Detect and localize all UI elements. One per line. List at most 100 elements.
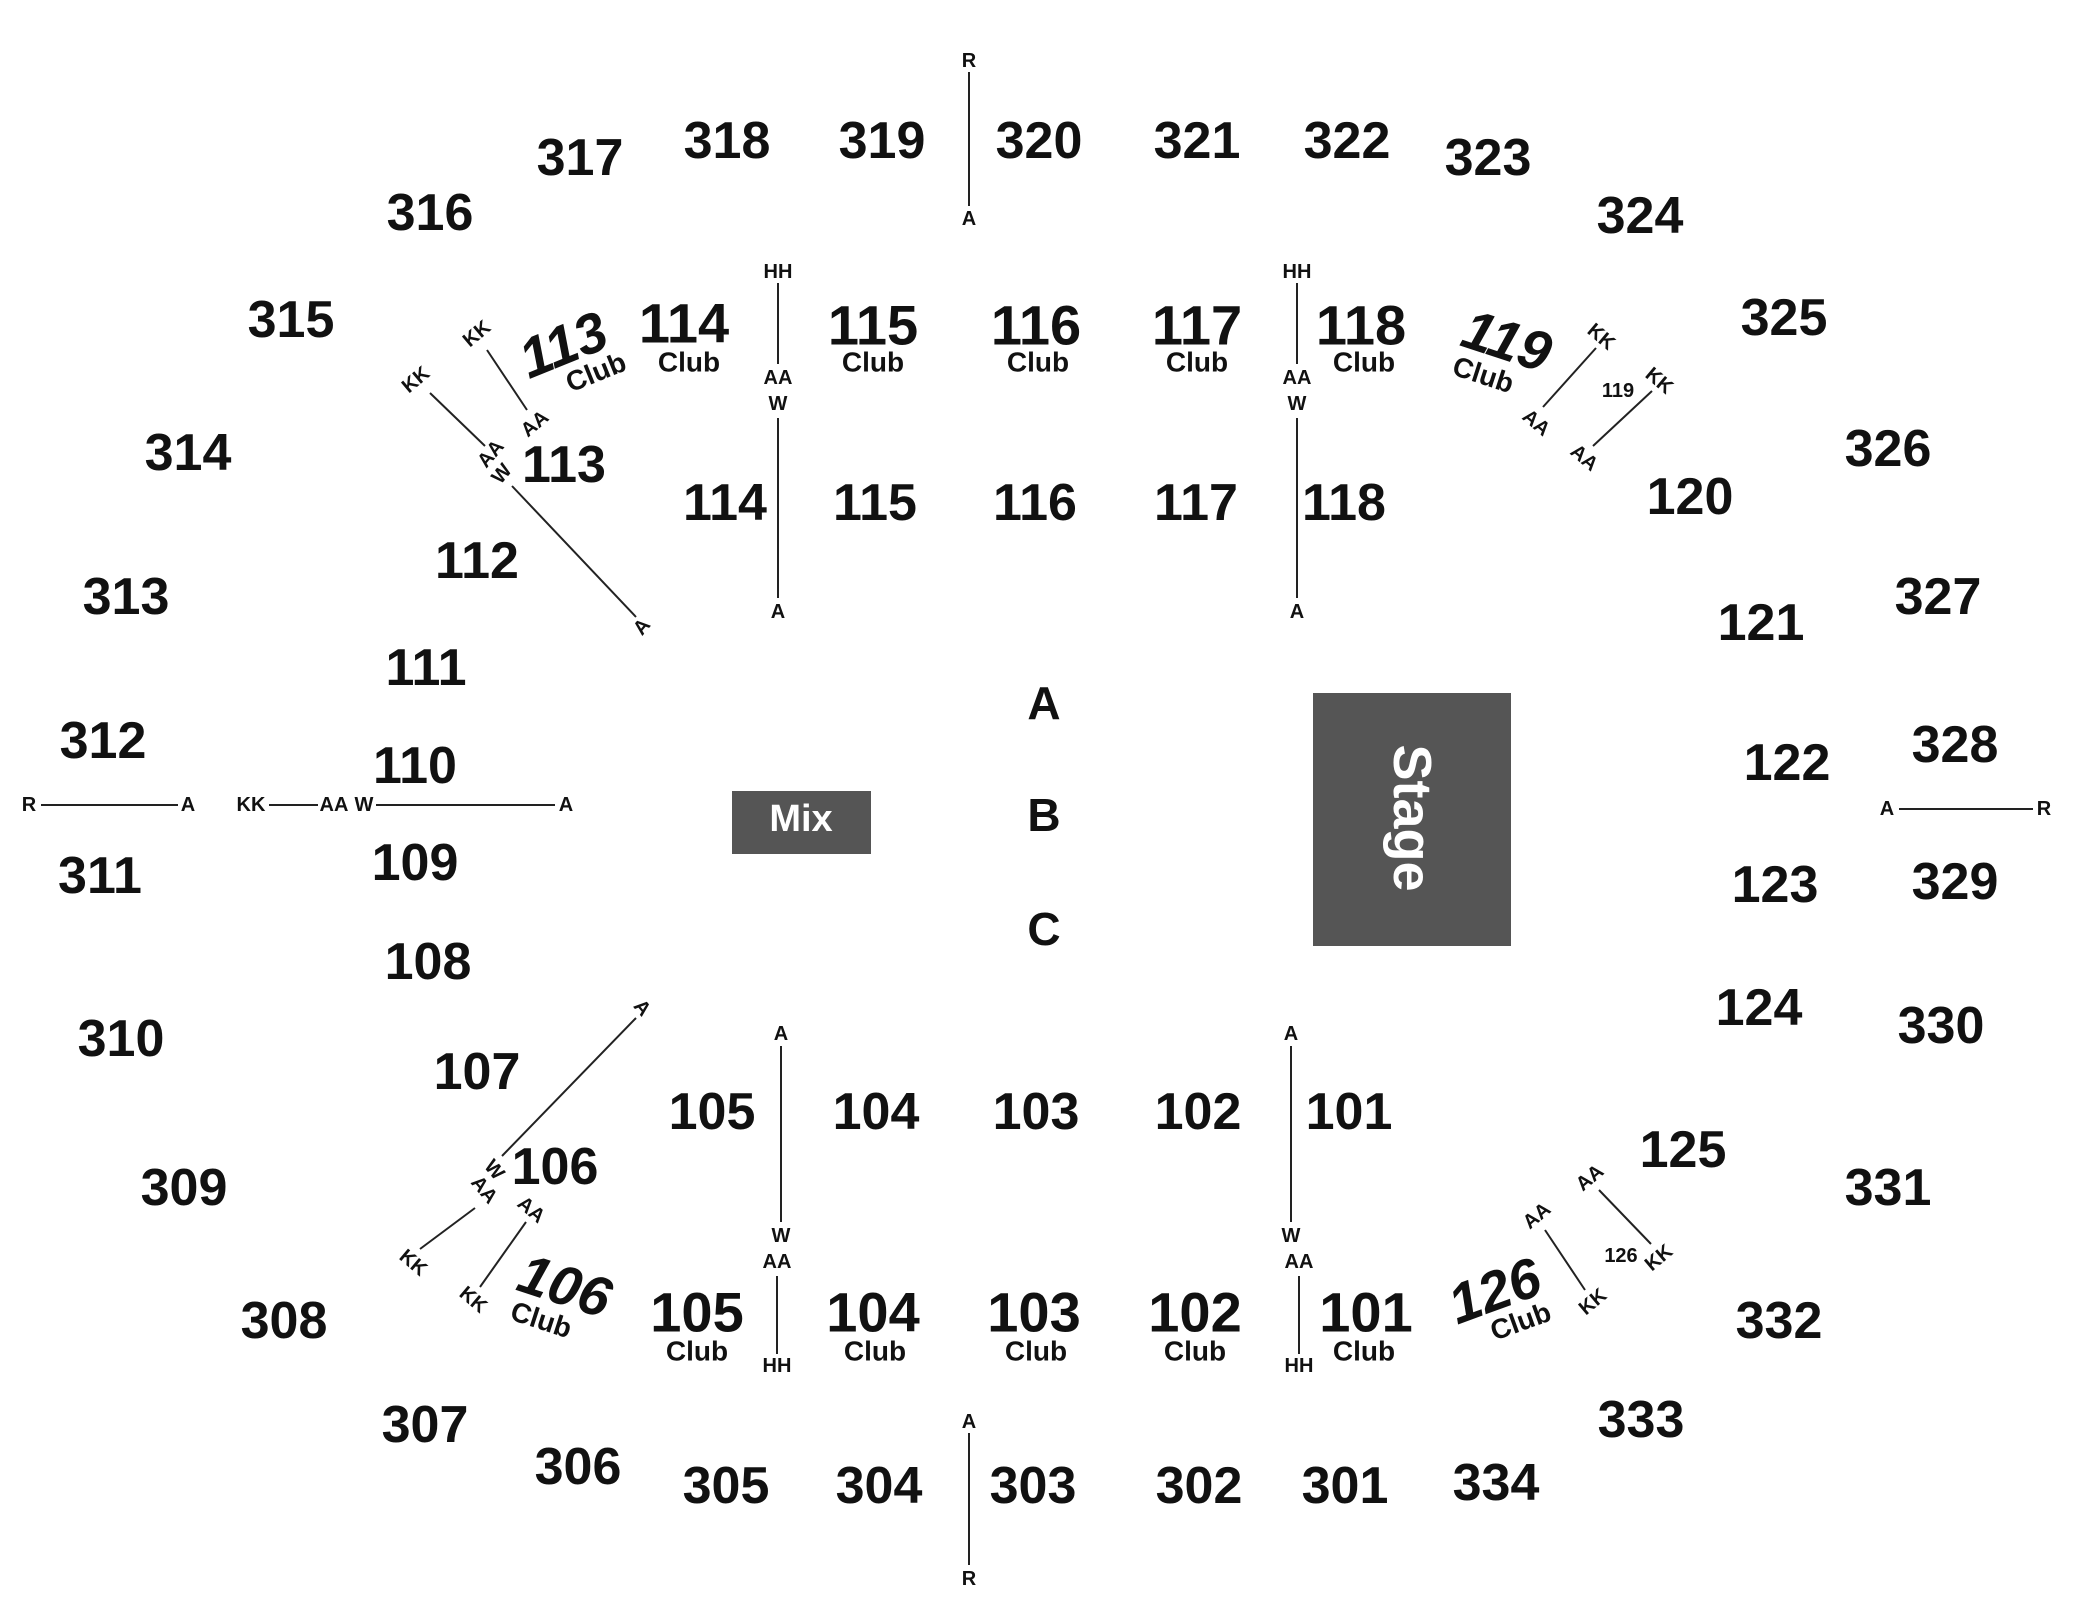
club-section-117[interactable]: 117 Club [1152,294,1242,378]
section-103[interactable]: 103 [993,1083,1080,1141]
club-section-105-label: Club [666,1336,728,1367]
section-330[interactable]: 330 [1898,997,1985,1055]
floor-row-b[interactable]: B [1027,789,1060,841]
section-102[interactable]: 102 [1155,1083,1242,1141]
row-marker-kk: KK [237,794,266,816]
row-marker-aa: AA [1566,440,1602,475]
floor-row-c[interactable]: C [1027,903,1060,955]
row-marker-r: R [22,794,37,816]
row-marker-r: R [962,1568,977,1590]
row-marker-a: A [1284,1023,1298,1045]
section-321[interactable]: 321 [1154,112,1241,170]
row-marker-kk: KK [1583,319,1620,355]
club-section-115-label: Club [842,347,904,378]
section-109[interactable]: 109 [372,834,459,892]
section-323[interactable]: 323 [1445,129,1532,187]
section-324[interactable]: 324 [1597,187,1684,245]
row-marker-a: A [962,208,976,230]
section-116[interactable]: 116 [993,474,1077,532]
club-section-126[interactable]: 126 Club [1440,1245,1558,1357]
section-118[interactable]: 118 [1302,474,1386,532]
section-305[interactable]: 305 [683,1457,770,1515]
club-section-101[interactable]: 101 Club [1319,1281,1412,1367]
section-104[interactable]: 104 [833,1083,920,1141]
row-marker-hh: HH [1283,261,1312,283]
club-section-103-number: 103 [987,1281,1080,1344]
club-section-102[interactable]: 102 Club [1148,1281,1241,1367]
section-326[interactable]: 326 [1845,420,1932,478]
section-322[interactable]: 322 [1304,112,1391,170]
section-303[interactable]: 303 [990,1457,1077,1515]
club-section-114[interactable]: 114 Club [639,292,729,378]
section-311[interactable]: 311 [58,847,142,905]
section-327[interactable]: 327 [1895,568,1982,626]
row-marker-w: W [1282,1225,1301,1247]
stage-label: Stage [1382,744,1442,891]
aisle-line [486,349,528,411]
section-115[interactable]: 115 [833,474,917,532]
row-marker-r: R [2037,798,2052,820]
section-304[interactable]: 304 [836,1457,923,1515]
section-125[interactable]: 125 [1640,1121,1727,1179]
section-313[interactable]: 313 [83,568,170,626]
section-307[interactable]: 307 [382,1396,469,1454]
section-124[interactable]: 124 [1716,979,1803,1037]
section-122[interactable]: 122 [1744,734,1831,792]
club-section-113[interactable]: 113 Club [510,296,631,411]
club-section-118[interactable]: 118 Club [1316,294,1406,378]
section-114[interactable]: 114 [683,474,767,532]
club-section-115[interactable]: 115 Club [828,294,918,378]
section-108[interactable]: 108 [385,933,472,991]
club-section-104-number: 104 [826,1281,919,1344]
section-113[interactable]: 113 [522,436,606,494]
club-section-106[interactable]: 106 Club [503,1241,620,1353]
section-315[interactable]: 315 [248,291,335,349]
club-section-118-label: Club [1333,347,1395,378]
section-301[interactable]: 301 [1302,1457,1389,1515]
club-section-105[interactable]: 105 Club [650,1281,743,1367]
club-section-104[interactable]: 104 Club [826,1281,919,1367]
floor-row-a[interactable]: A [1027,677,1060,729]
section-306[interactable]: 306 [535,1438,622,1496]
club-section-116[interactable]: 116 Club [991,294,1081,378]
section-318[interactable]: 318 [684,112,771,170]
row-marker-kk: KK [459,316,496,352]
section-110[interactable]: 110 [373,737,457,795]
section-121[interactable]: 121 [1718,594,1805,652]
club-section-102-label: Club [1164,1336,1226,1367]
row-marker-aa: AA [1572,1160,1608,1195]
section-117[interactable]: 117 [1154,474,1238,532]
club-section-105-number: 105 [650,1281,743,1344]
club-section-103[interactable]: 103 Club [987,1281,1080,1367]
section-316[interactable]: 316 [387,184,474,242]
section-310[interactable]: 310 [78,1010,165,1068]
section-120[interactable]: 120 [1647,468,1734,526]
section-107[interactable]: 107 [434,1043,521,1101]
section-325[interactable]: 325 [1741,289,1828,347]
section-317[interactable]: 317 [537,129,624,187]
section-334[interactable]: 334 [1453,1454,1540,1512]
section-302[interactable]: 302 [1156,1457,1243,1515]
row-marker-aa: AA [1519,1198,1555,1233]
club-section-119[interactable]: 119 Club [1447,297,1559,407]
section-328[interactable]: 328 [1912,716,1999,774]
section-312[interactable]: 312 [60,712,147,770]
section-333[interactable]: 333 [1598,1391,1685,1449]
section-112[interactable]: 112 [435,532,519,590]
section-101[interactable]: 101 [1306,1083,1393,1141]
lower-level: 101 102 103 104 105 106 107 108 109 110 … [372,436,1831,1196]
section-309[interactable]: 309 [141,1159,228,1217]
section-320[interactable]: 320 [996,112,1083,170]
section-106[interactable]: 106 [512,1138,599,1196]
section-111[interactable]: 111 [385,639,466,697]
section-123[interactable]: 123 [1732,856,1819,914]
row-marker-a: A [774,1023,788,1045]
section-319[interactable]: 319 [839,112,926,170]
row-marker-kk: KK [1641,363,1678,399]
section-314[interactable]: 314 [145,424,232,482]
section-332[interactable]: 332 [1736,1292,1823,1350]
section-105[interactable]: 105 [669,1083,756,1141]
section-331[interactable]: 331 [1845,1159,1932,1217]
section-329[interactable]: 329 [1912,853,1999,911]
section-308[interactable]: 308 [241,1292,328,1350]
